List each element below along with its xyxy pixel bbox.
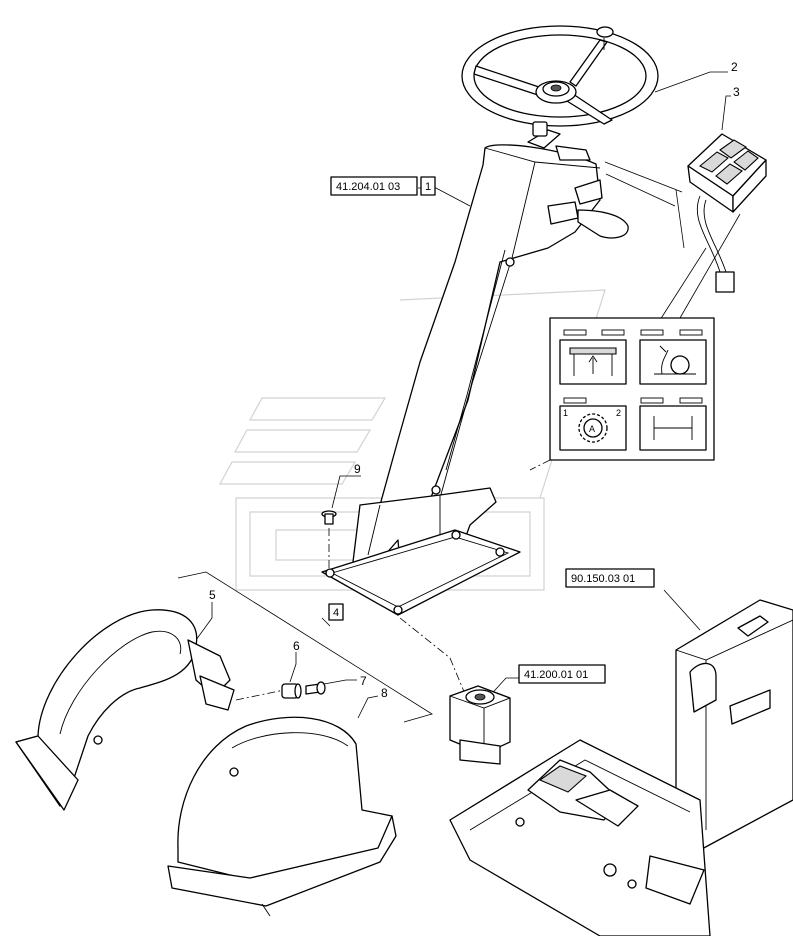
gear-index-left: 1 xyxy=(563,408,568,418)
fender-left xyxy=(15,609,235,811)
gear-a-icon: 1 2 A xyxy=(559,405,627,451)
callout-4[interactable]: 4 xyxy=(328,603,344,621)
switch-decal-panel: 1 2 A xyxy=(549,317,715,461)
boom-lift-icon xyxy=(559,339,627,385)
axle-icon xyxy=(639,405,707,451)
base-plate xyxy=(321,529,521,616)
leader-lines xyxy=(177,71,741,760)
screw xyxy=(321,510,337,525)
steering-unit xyxy=(449,685,511,765)
snail-icon xyxy=(639,339,707,385)
reference-steering-unit[interactable]: 41.200.01 01 xyxy=(518,664,606,684)
callout-7: 7 xyxy=(360,674,367,688)
cover-right xyxy=(167,716,397,917)
callout-1-text: 1 xyxy=(425,181,431,193)
reference-platform[interactable]: 90.150.03 01 xyxy=(565,568,655,588)
callout-5: 5 xyxy=(209,588,216,602)
switch-box xyxy=(687,133,767,293)
callout-2: 2 xyxy=(731,60,738,74)
callout-8: 8 xyxy=(381,686,388,700)
callout-3: 3 xyxy=(733,85,740,99)
gear-letter: A xyxy=(589,424,595,434)
spacer-and-screw xyxy=(281,681,326,699)
callout-6: 6 xyxy=(293,639,300,653)
steering-wheel xyxy=(461,25,659,127)
callout-9: 9 xyxy=(354,462,361,476)
callout-1[interactable]: 1 xyxy=(420,176,436,196)
gear-index-right: 2 xyxy=(616,408,621,418)
callout-4-text: 4 xyxy=(333,607,339,619)
reference-steering-unit-text: 41.200.01 01 xyxy=(524,669,588,681)
reference-steering-column[interactable]: 41.204.01 03 xyxy=(330,176,418,196)
reference-steering-column-text: 41.204.01 03 xyxy=(336,181,400,193)
reference-platform-text: 90.150.03 01 xyxy=(571,573,635,585)
platform-frame xyxy=(449,599,793,936)
steering-column xyxy=(351,121,629,589)
